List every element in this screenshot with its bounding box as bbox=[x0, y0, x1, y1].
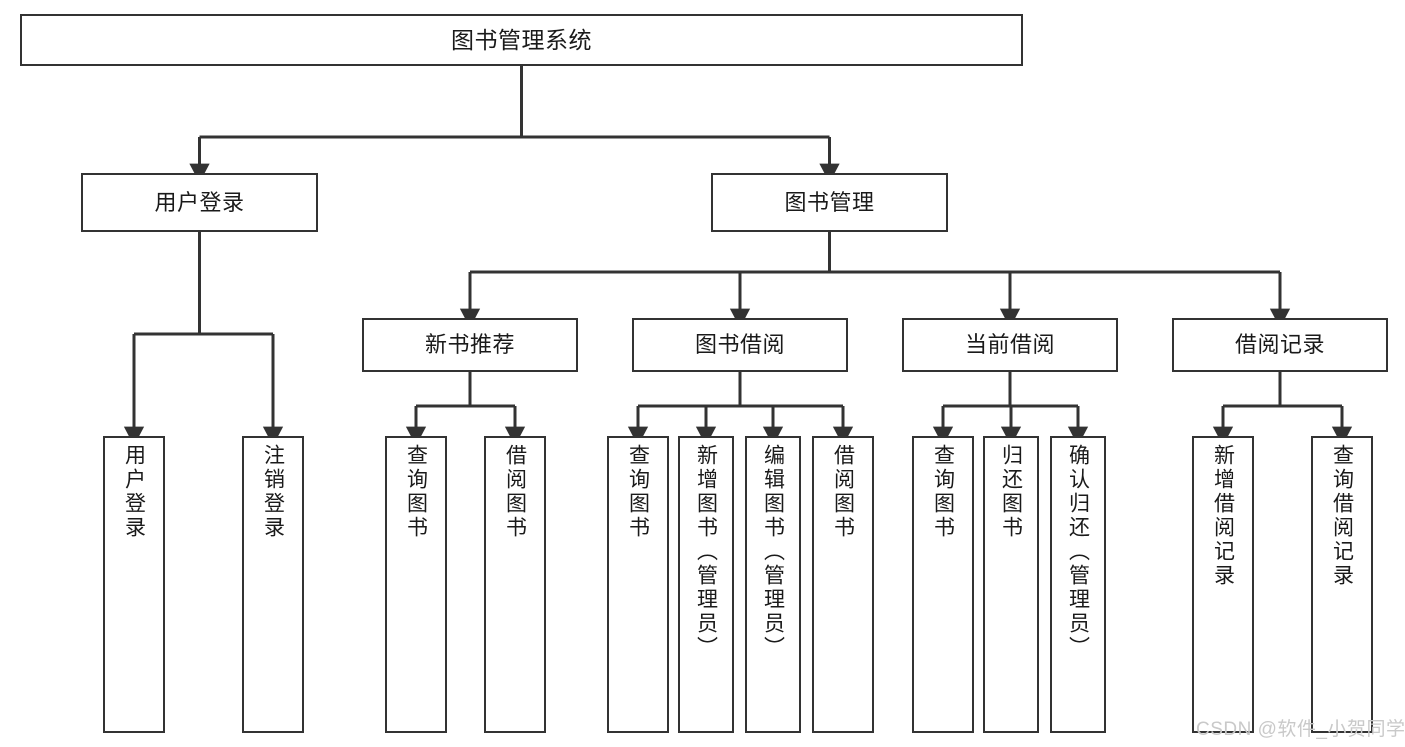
node-leaf-bb-add[interactable]: 新增图书（管理员） bbox=[678, 436, 734, 733]
node-label-leaf-cb-query: 查询图书 bbox=[931, 444, 955, 540]
node-label-new-book-rec: 新书推荐 bbox=[424, 332, 515, 358]
csdn-watermark: CSDN @软件_小贺同学 bbox=[1196, 719, 1405, 740]
node-label-book-borrow: 图书借阅 bbox=[694, 332, 785, 358]
node-borrow-record[interactable]: 借阅记录 bbox=[1172, 318, 1388, 372]
node-label-leaf-br-add: 新增借阅记录 bbox=[1211, 444, 1235, 588]
node-new-book-rec[interactable]: 新书推荐 bbox=[362, 318, 578, 372]
node-book-borrow[interactable]: 图书借阅 bbox=[632, 318, 848, 372]
node-label-leaf-bb-borrow: 借阅图书 bbox=[831, 444, 855, 540]
node-label-leaf-bb-add: 新增图书（管理员） bbox=[694, 444, 718, 660]
node-label-leaf-bb-query: 查询图书 bbox=[626, 444, 650, 540]
node-label-leaf-rec-query: 查询图书 bbox=[404, 444, 428, 540]
node-leaf-cb-confirm[interactable]: 确认归还（管理员） bbox=[1050, 436, 1106, 733]
node-leaf-cb-return[interactable]: 归还图书 bbox=[983, 436, 1039, 733]
node-leaf-bb-query[interactable]: 查询图书 bbox=[607, 436, 669, 733]
node-leaf-user-login[interactable]: 用户登录 bbox=[103, 436, 165, 733]
node-leaf-bb-borrow[interactable]: 借阅图书 bbox=[812, 436, 874, 733]
node-label-leaf-br-query: 查询借阅记录 bbox=[1330, 444, 1354, 588]
node-current-borrow[interactable]: 当前借阅 bbox=[902, 318, 1118, 372]
node-label-leaf-rec-borrow: 借阅图书 bbox=[503, 444, 527, 540]
node-leaf-rec-query[interactable]: 查询图书 bbox=[385, 436, 447, 733]
node-label-leaf-bb-edit: 编辑图书（管理员） bbox=[761, 444, 785, 660]
node-label-leaf-cb-return: 归还图书 bbox=[999, 444, 1023, 540]
node-label-leaf-user-logout: 注销登录 bbox=[261, 444, 285, 540]
node-leaf-br-query[interactable]: 查询借阅记录 bbox=[1311, 436, 1373, 733]
node-label-current-borrow: 当前借阅 bbox=[964, 332, 1055, 358]
node-user-login[interactable]: 用户登录 bbox=[81, 173, 318, 232]
node-label-root: 图书管理系统 bbox=[451, 26, 592, 53]
node-leaf-user-logout[interactable]: 注销登录 bbox=[242, 436, 304, 733]
node-leaf-br-add[interactable]: 新增借阅记录 bbox=[1192, 436, 1254, 733]
node-label-leaf-user-login: 用户登录 bbox=[122, 444, 146, 540]
node-leaf-rec-borrow[interactable]: 借阅图书 bbox=[484, 436, 546, 733]
node-label-borrow-record: 借阅记录 bbox=[1234, 332, 1325, 358]
node-root[interactable]: 图书管理系统 bbox=[20, 14, 1023, 66]
node-label-book-manage: 图书管理 bbox=[784, 189, 875, 215]
node-leaf-bb-edit[interactable]: 编辑图书（管理员） bbox=[745, 436, 801, 733]
node-label-leaf-cb-confirm: 确认归还（管理员） bbox=[1066, 444, 1090, 660]
edges-group bbox=[123, 66, 1353, 446]
node-label-user-login: 用户登录 bbox=[154, 189, 245, 215]
node-book-manage[interactable]: 图书管理 bbox=[711, 173, 948, 232]
node-leaf-cb-query[interactable]: 查询图书 bbox=[912, 436, 974, 733]
